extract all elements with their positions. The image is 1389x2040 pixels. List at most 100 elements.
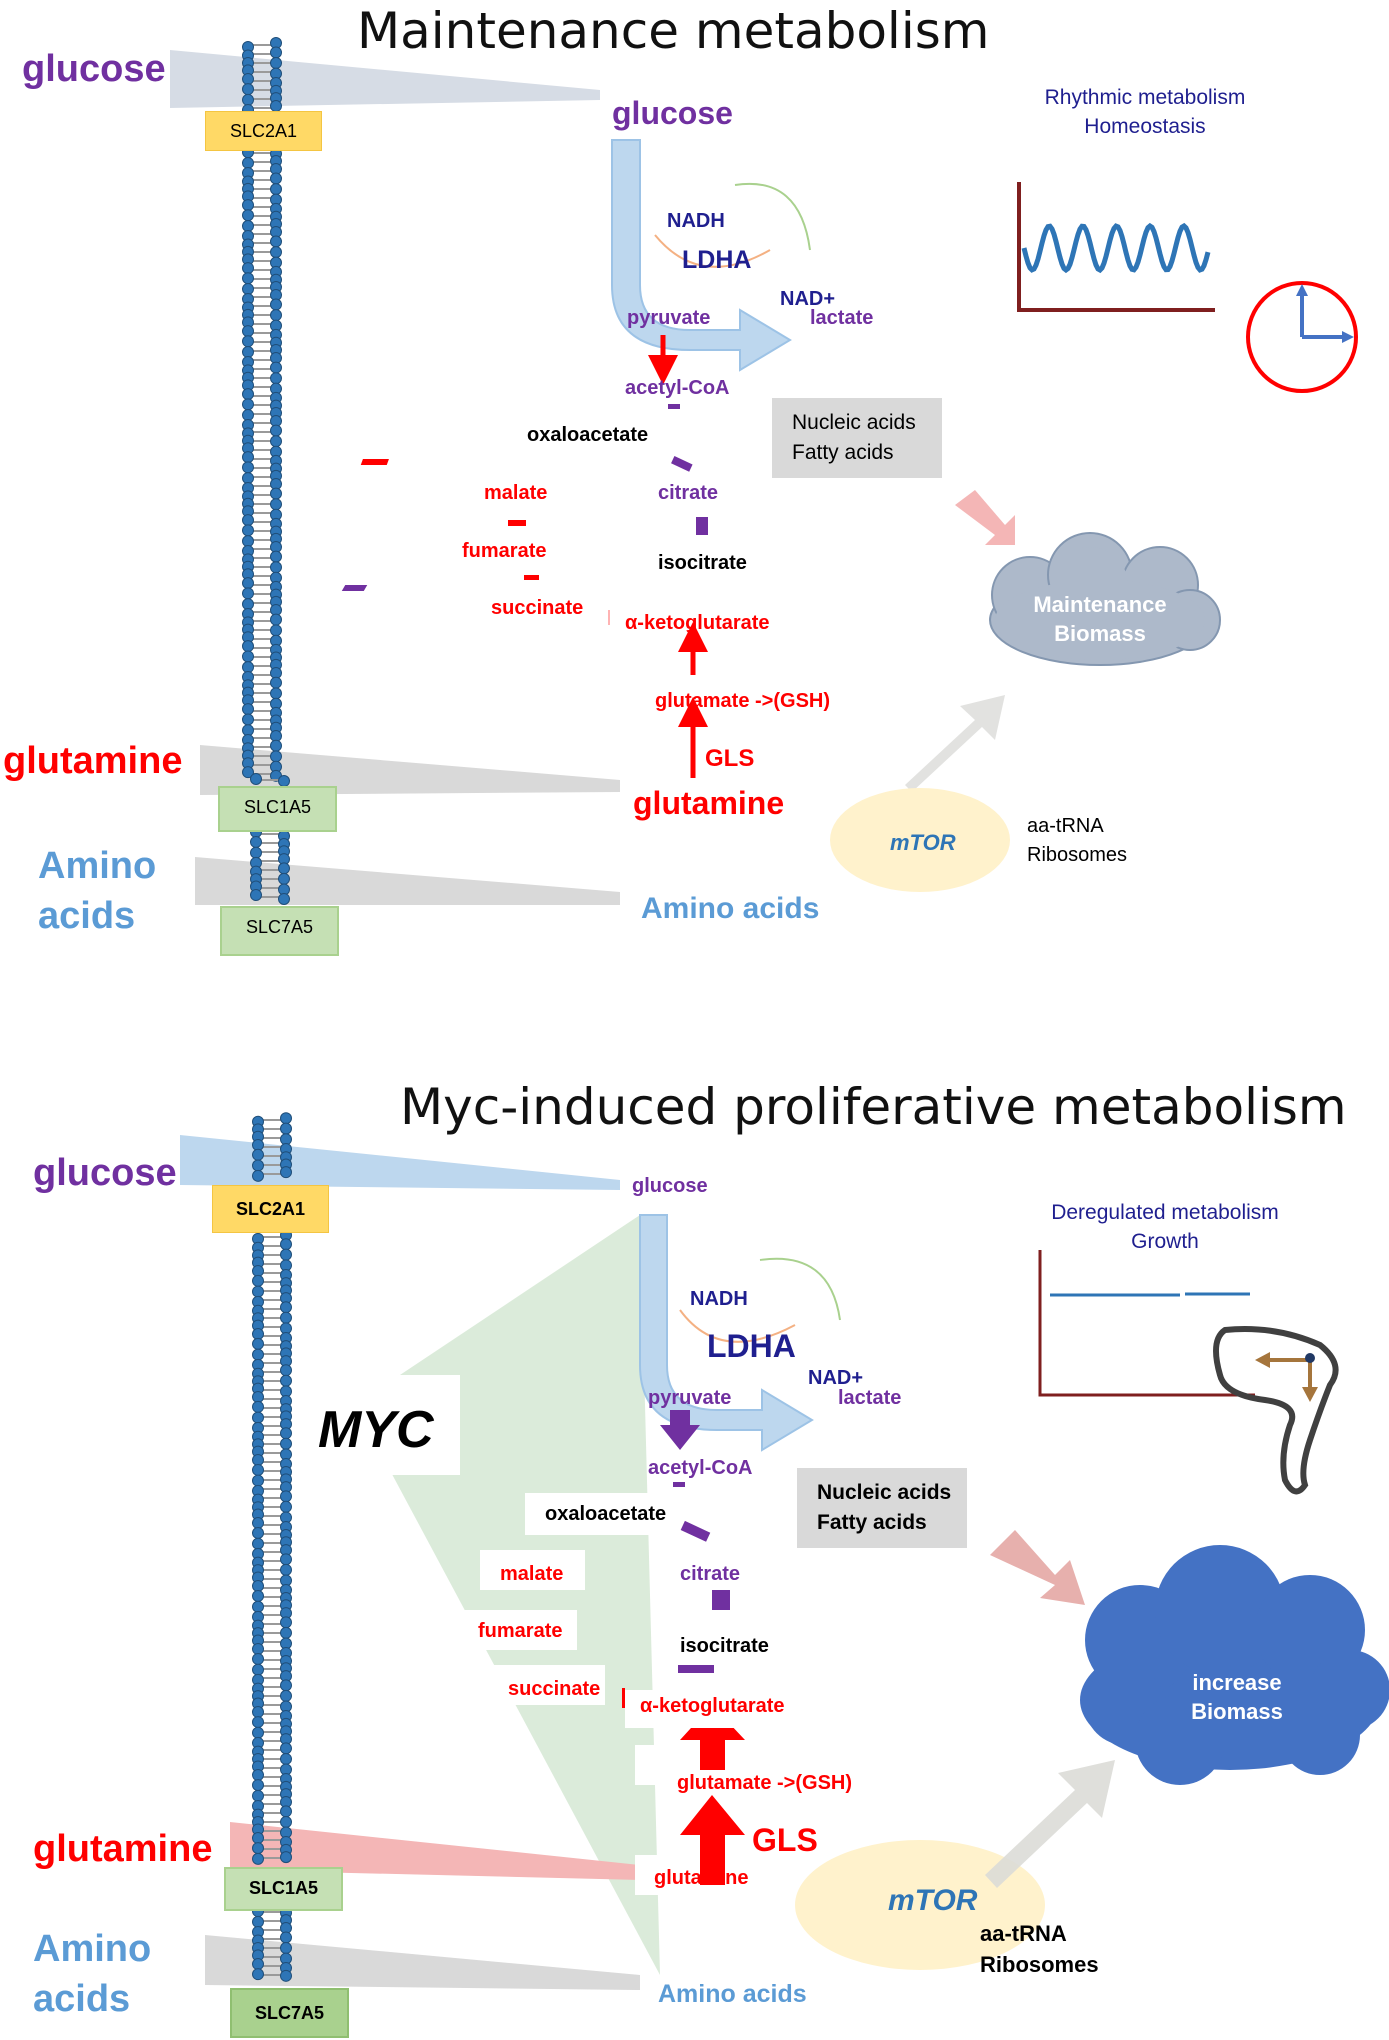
succinate-label-2: succinate <box>508 1678 601 1700</box>
slc7a5-transporter-2: SLC7A5 <box>230 1988 349 2038</box>
glutamine-label-2: glutamine <box>654 1867 749 1889</box>
glucose-transport-wedge-2 <box>180 1135 620 1190</box>
outer-amino-label-2b: acids <box>33 1978 131 2020</box>
amino-transport-wedge <box>195 857 620 905</box>
nucleic-to-biomass-arrow-2 <box>990 1530 1085 1605</box>
mtor-ellipse-2 <box>795 1840 1045 1970</box>
slc1a5-transporter: SLC1A5 <box>218 786 337 832</box>
outer-amino-label-1: Amino <box>38 845 157 887</box>
akg-label: α-ketoglutarate <box>625 612 770 634</box>
outer-glucose-label: glucose <box>22 48 166 90</box>
glutamine-transport-wedge <box>200 745 620 795</box>
lactate-label-2: lactate <box>838 1387 902 1409</box>
nad-label-2: NAD+ <box>808 1367 864 1389</box>
mtor-ellipse-1 <box>830 788 1010 892</box>
nad-arc-2 <box>759 1257 841 1321</box>
malate-label-2: malate <box>500 1563 564 1585</box>
pyruvate-acetyl-arrow-2 <box>660 1410 700 1450</box>
membrane-helix-icon-1 <box>242 37 290 905</box>
cloud-icon-maintenance <box>989 532 1221 666</box>
oxaloacetate-label-2: oxaloacetate <box>545 1503 667 1525</box>
cloud-icon-increase <box>1080 1545 1389 1785</box>
glutamate-label-2: glutamate ->(GSH) <box>677 1772 853 1794</box>
ribosomes-label: Ribosomes <box>1027 844 1128 866</box>
glycolysis-arrow-2 <box>639 1214 814 1452</box>
gls-label-2: GLS <box>752 1822 818 1858</box>
fumarate-label-2: fumarate <box>478 1620 563 1642</box>
panel1-title: Maintenance metabolism <box>357 2 990 60</box>
gls-arrow-2 <box>680 1795 745 1885</box>
nucleic-acids-label: Nucleic acids <box>792 411 916 434</box>
rhythm-axes <box>1017 182 1215 312</box>
rhythm-line2: Homeostasis <box>1084 115 1206 138</box>
ldha-label-2: LDHA <box>707 1328 796 1364</box>
cell-outline-icon <box>1213 1326 1339 1495</box>
growth-axes <box>1038 1250 1255 1397</box>
dereg-line2: Growth <box>1131 1230 1199 1253</box>
maintenance-line1: Maintenance <box>1033 592 1167 617</box>
slc7a5-transporter: SLC7A5 <box>220 906 339 956</box>
mtor-to-biomass-arrow-1 <box>905 695 1005 792</box>
dereg-line1: Deregulated metabolism <box>1051 1201 1279 1224</box>
outer-amino-label-2: acids <box>38 895 136 937</box>
succinate-label: succinate <box>491 597 584 619</box>
glutamate-akg-arrow-2 <box>680 1705 745 1770</box>
oxaloacetate-label: oxaloacetate <box>527 424 649 446</box>
akg-label-2: α-ketoglutarate <box>640 1695 785 1717</box>
nadh-label-2: NADH <box>690 1288 748 1310</box>
increase-line2: Biomass <box>1191 1699 1283 1724</box>
isocitrate-label: isocitrate <box>658 552 747 574</box>
aa-trna-label: aa-tRNA <box>1027 815 1104 837</box>
increase-biomass-label: increase Biomass <box>1137 1668 1337 1726</box>
malate-label: malate <box>484 482 548 504</box>
fumarate-label: fumarate <box>462 540 547 562</box>
sine-wave-icon <box>1021 222 1211 274</box>
maintenance-line2: Biomass <box>1054 621 1146 646</box>
myc-label: MYC <box>318 1401 434 1459</box>
ldha-label: LDHA <box>682 246 752 274</box>
glucose-label: glucose <box>612 95 733 131</box>
nucleic-to-biomass-arrow <box>955 490 1015 545</box>
glutamine-label: glutamine <box>633 785 785 821</box>
isocitrate-label-2: isocitrate <box>680 1635 769 1657</box>
gls-label: GLS <box>705 745 755 772</box>
nucleic-fatty-box-2: Nucleic acids Fatty acids <box>797 1468 967 1548</box>
mtor-targets-2: aa-tRNA Ribosomes <box>980 1918 1099 1980</box>
pyruvate-label-2: pyruvate <box>648 1387 732 1409</box>
glycolysis-arrow <box>611 139 792 372</box>
amino-acids-label-2: Amino acids <box>658 1980 807 2008</box>
mtor-to-biomass-arrow-2 <box>985 1760 1115 1888</box>
increase-line1: increase <box>1192 1670 1282 1695</box>
rhythm-line1: Rhythmic metabolism <box>1044 86 1246 109</box>
mtor-label-2: mTOR <box>888 1884 978 1917</box>
nadh-arc-2 <box>679 1309 796 1343</box>
nad-arc <box>734 182 811 251</box>
acetyl-coa-label: acetyl-CoA <box>625 377 730 399</box>
tca-cycle-1 <box>341 404 708 625</box>
nadh-label: NADH <box>667 210 725 232</box>
ribosomes-label-2: Ribosomes <box>980 1952 1099 1977</box>
slc1a5-transporter-2: SLC1A5 <box>224 1867 343 1911</box>
outer-glutamine-label-2: glutamine <box>33 1828 213 1870</box>
outer-glutamine-label: glutamine <box>3 740 183 782</box>
slc2a1-transporter-2: SLC2A1 <box>212 1185 329 1233</box>
nadh-arc <box>654 234 771 268</box>
fatty-acids-label: Fatty acids <box>792 441 894 464</box>
mtor-label: mTOR <box>890 830 956 855</box>
glucose-label-2: glucose <box>632 1175 708 1197</box>
acetyl-coa-label-2: acetyl-CoA <box>648 1457 753 1479</box>
fatty-acids-label-2: Fatty acids <box>817 1511 927 1534</box>
mtor-targets: aa-tRNA Ribosomes <box>1027 812 1127 870</box>
glutamate-label: glutamate ->(GSH) <box>655 690 831 712</box>
pyruvate-label: pyruvate <box>627 307 711 329</box>
clock-icon <box>1246 281 1358 393</box>
outer-glucose-label-2: glucose <box>33 1152 177 1194</box>
maintenance-biomass-label: Maintenance Biomass <box>1000 590 1200 648</box>
citrate-label: citrate <box>658 482 719 504</box>
dereg-caption: Deregulated metabolism Growth <box>1030 1198 1300 1256</box>
lactate-label: lactate <box>810 307 874 329</box>
amino-transport-wedge-2 <box>205 1935 640 1990</box>
slc2a1-transporter: SLC2A1 <box>205 111 322 151</box>
aa-trna-label-2: aa-tRNA <box>980 1921 1067 1946</box>
